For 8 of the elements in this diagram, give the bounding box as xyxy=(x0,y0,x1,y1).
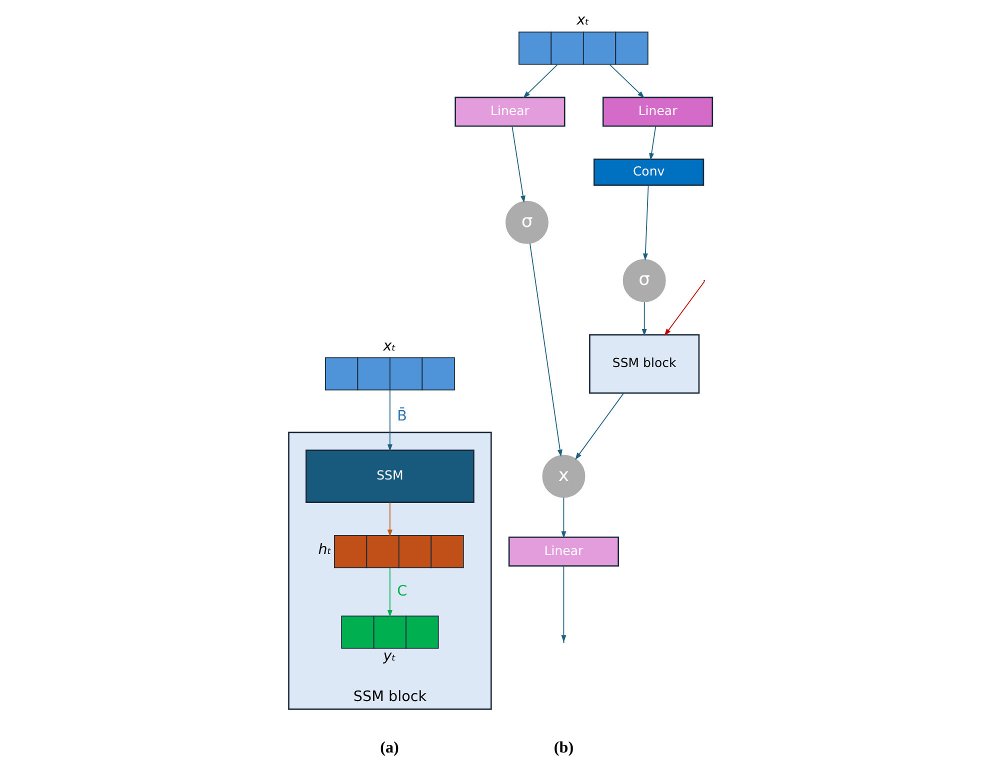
node-label: xₜ xyxy=(382,338,396,354)
edge-label: B̄ xyxy=(396,408,407,425)
edge-label: C xyxy=(396,583,407,600)
node-label: xₜ xyxy=(576,12,589,29)
node-label: hₜ xyxy=(318,542,332,558)
node-label: yₜ xyxy=(382,648,396,665)
label: (b) xyxy=(553,740,574,757)
label: (a) xyxy=(380,740,398,757)
